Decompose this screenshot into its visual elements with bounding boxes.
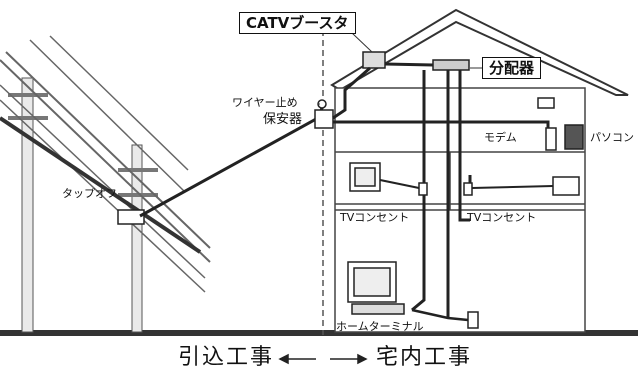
- ground-floor-devices: [347, 261, 479, 329]
- label-wire-stopper: ワイヤー止め: [232, 96, 298, 109]
- label-distributor: 分配器: [482, 57, 542, 79]
- protector-box: [314, 109, 334, 129]
- tv-sets: [349, 162, 580, 196]
- tv-right: [552, 176, 580, 196]
- outlet-left: [418, 182, 428, 196]
- outlet-right: [463, 182, 473, 196]
- section-label-left: 引込工事: [178, 345, 275, 370]
- utility-poles: [0, 35, 211, 333]
- label-tv-outlet-2: TVコンセント: [467, 211, 537, 224]
- label-home-terminal: ホームターミナル: [336, 320, 424, 333]
- outlet-ground: [467, 311, 479, 329]
- label-modem: モデム: [484, 131, 517, 144]
- tap-off-box: [117, 209, 145, 225]
- label-protector: 保安器: [263, 112, 303, 127]
- ground: [0, 330, 638, 336]
- label-pc: パソコン: [590, 131, 634, 144]
- section-arrows: [278, 353, 368, 365]
- label-tv-outlet-1: TVコンセント: [340, 211, 410, 224]
- modem-device: [545, 127, 557, 151]
- telephone: [537, 97, 555, 109]
- pole-left: [21, 77, 34, 333]
- label-tap-off: タップオフ: [62, 187, 117, 200]
- section-label-right: 宅内工事: [376, 345, 473, 370]
- home-terminal-box: [351, 303, 405, 315]
- leader-lines: [318, 32, 483, 105]
- pc-device: [564, 124, 584, 150]
- catv-booster-box: [362, 51, 386, 69]
- modem-and-pc: [537, 97, 584, 151]
- label-catv-booster: CATVブースタ: [239, 12, 356, 34]
- pole-right: [131, 144, 143, 333]
- distributor-box: [432, 59, 470, 71]
